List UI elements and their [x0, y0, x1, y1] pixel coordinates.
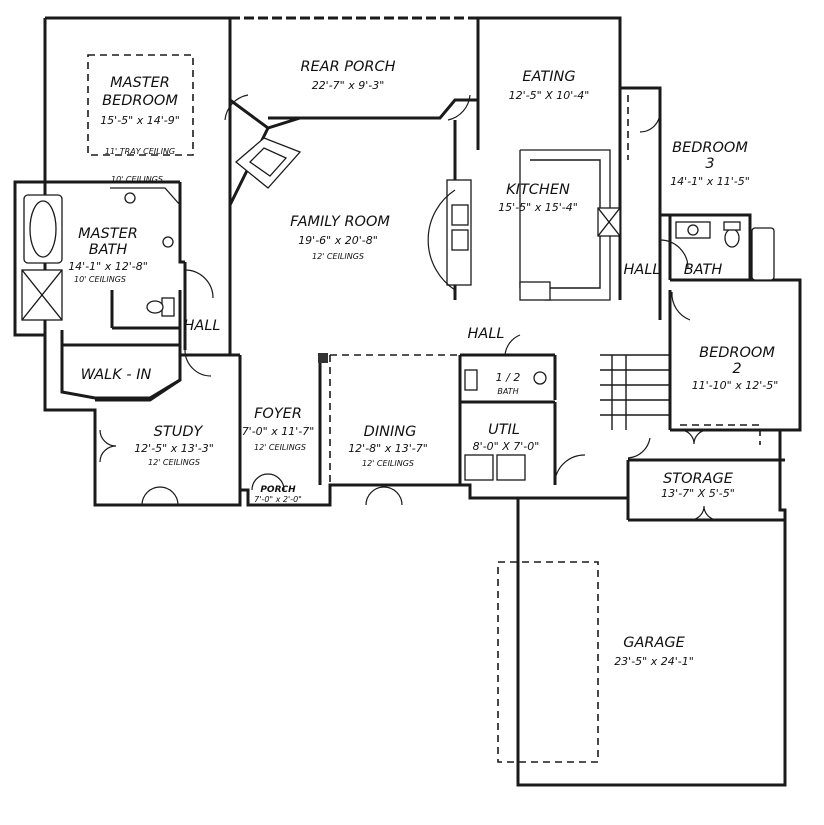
bedroom-3-name-1: BEDROOM	[672, 140, 748, 156]
kitchen-name: KITCHEN	[506, 182, 570, 198]
room-bedroom-2: BEDROOM 2 11'-10" x 12'-5"	[692, 345, 779, 392]
foyer-dims: 7'-0" x 11'-7"	[242, 425, 315, 438]
room-dining: DINING 12'-8" x 13'-7" 12' CEILINGS	[348, 424, 428, 468]
stairs	[600, 355, 670, 430]
dining-dims: 12'-8" x 13'-7"	[348, 442, 428, 455]
room-foyer: FOYER 7'-0" x 11'-7" 12' CEILINGS	[242, 406, 315, 452]
family-room-note: 12' CEILINGS	[312, 252, 364, 261]
master-bath-name-1: MASTER	[78, 226, 138, 242]
room-storage: STORAGE 13'-7" X 5'-5"	[661, 471, 735, 500]
porch-dims: 7'-0" x 2'-0"	[254, 495, 302, 504]
room-porch: PORCH 7'-0" x 2'-0"	[254, 485, 302, 504]
master-bath-name-2: BATH	[89, 242, 128, 258]
master-bedroom-name-2: BEDROOM	[102, 93, 178, 109]
bedroom-2-name-2: 2	[732, 361, 741, 377]
half-bath-name-2: BATH	[497, 387, 518, 396]
room-bedroom-3: BEDROOM 3 14'-1" x 11'-5"	[670, 140, 750, 188]
walk-in-label: WALK - IN	[81, 367, 152, 383]
room-kitchen: KITCHEN 15'-5" x 15'-4"	[498, 182, 578, 214]
master-bedroom-name-1: MASTER	[110, 75, 170, 91]
half-bath-name-1: 1 / 2	[496, 371, 521, 384]
rear-porch-dims: 22'-7" x 9'-3"	[312, 79, 385, 92]
hall-left-label: HALL	[184, 318, 221, 334]
storage-name: STORAGE	[663, 471, 734, 487]
room-half-bath: 1 / 2 BATH	[496, 371, 521, 396]
exterior-walls	[13, 16, 802, 787]
storage-dims: 13'-7" X 5'-5"	[661, 487, 735, 500]
garage-dims: 23'-5" x 24'-1"	[614, 655, 694, 668]
foyer-note: 12' CEILINGS	[254, 443, 306, 452]
rear-porch-name: REAR PORCH	[300, 59, 395, 75]
master-bath-note: 10' CEILINGS	[74, 275, 126, 284]
family-room-dims: 19'-6" x 20'-8"	[298, 234, 378, 247]
room-rear-porch: REAR PORCH 22'-7" x 9'-3"	[300, 59, 395, 92]
family-room-name: FAMILY ROOM	[290, 214, 390, 230]
room-garage: GARAGE 23'-5" x 24'-1"	[614, 635, 694, 668]
master-bedroom-dims: 15'-5" x 14'-9"	[100, 114, 180, 127]
eating-name: EATING	[522, 69, 575, 85]
room-master-bath: 10' CEILINGS MASTER BATH 14'-1" x 12'-8"…	[68, 175, 163, 284]
bedroom-2-dims: 11'-10" x 12'-5"	[692, 379, 779, 392]
master-bedroom-note: 11' TRAY CEILING	[105, 147, 175, 156]
room-util: UTIL 8'-0" X 7'-0"	[473, 422, 540, 453]
bedroom-3-name-2: 3	[705, 156, 714, 172]
hall-center-label: HALL	[468, 326, 505, 342]
bath-label: BATH	[684, 262, 723, 278]
room-master-bedroom: MASTER BEDROOM 15'-5" x 14'-9" 11' TRAY …	[100, 75, 180, 156]
dining-name: DINING	[364, 424, 417, 440]
master-bath-note-top: 10' CEILINGS	[111, 175, 163, 184]
util-name: UTIL	[488, 422, 520, 438]
doors	[99, 94, 719, 521]
util-dims: 8'-0" X 7'-0"	[473, 440, 540, 453]
room-study: STUDY 12'-5" x 13'-3" 12' CEILINGS	[134, 424, 214, 467]
dashed-lines	[87, 54, 761, 763]
study-name: STUDY	[154, 424, 204, 440]
fixtures	[21, 137, 775, 481]
eating-dims: 12'-5" X 10'-4"	[509, 89, 590, 102]
bedroom-3-dims: 14'-1" x 11'-5"	[670, 175, 750, 188]
foyer-name: FOYER	[254, 406, 302, 422]
hall-right-label: HALL	[624, 262, 661, 278]
room-family-room: FAMILY ROOM 19'-6" x 20'-8" 12' CEILINGS	[290, 214, 390, 261]
study-dims: 12'-5" x 13'-3"	[134, 442, 214, 455]
porch-name: PORCH	[260, 485, 296, 495]
study-note: 12' CEILINGS	[148, 458, 200, 467]
interior-walls	[45, 88, 785, 522]
bedroom-2-name-1: BEDROOM	[699, 345, 775, 361]
garage-name: GARAGE	[623, 635, 685, 651]
kitchen-dims: 15'-5" x 15'-4"	[498, 201, 578, 214]
master-bath-dims: 14'-1" x 12'-8"	[68, 260, 148, 273]
dining-note: 12' CEILINGS	[362, 459, 414, 468]
room-eating: EATING 12'-5" X 10'-4"	[509, 69, 590, 102]
